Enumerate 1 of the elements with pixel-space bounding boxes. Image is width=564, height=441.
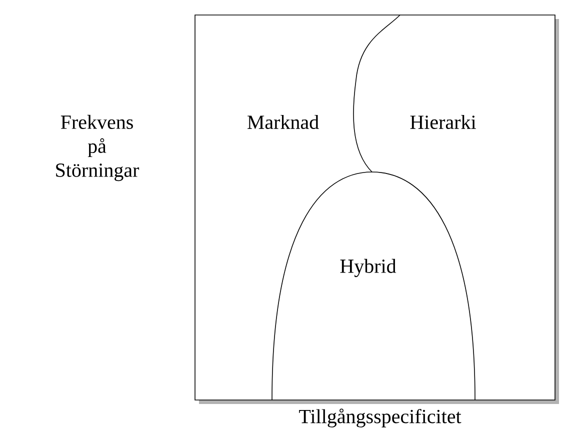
axis-label: Frekvens på Störningar xyxy=(56,114,140,182)
